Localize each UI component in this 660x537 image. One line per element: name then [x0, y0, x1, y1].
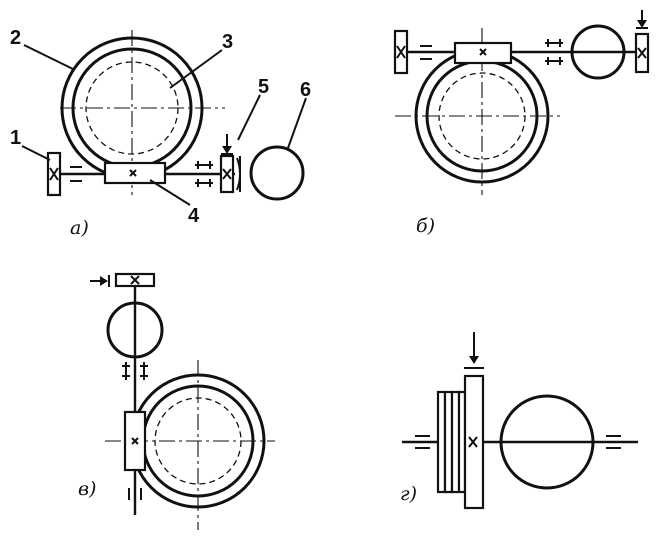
- label-2: 2: [10, 27, 21, 49]
- subfigure-label-v: в): [78, 478, 96, 500]
- diagram-a-worm-mesh-icon: [129, 169, 137, 177]
- label-5: 5: [258, 76, 269, 98]
- diagram-a-pitch-circle: [85, 61, 179, 155]
- diagram-b-handwheel-cross-icon: [396, 45, 406, 59]
- diagram-a-leader-5: [237, 94, 261, 141]
- diagram-b-clutch-cross-icon: [637, 47, 647, 59]
- diagram-g: г): [400, 332, 638, 510]
- diagram-b-pitch-circle: [438, 72, 526, 160]
- subfigure-label-a: a): [70, 217, 89, 239]
- diagram-g-cross-icon: [468, 436, 478, 448]
- subfigure-label-g: г): [400, 483, 417, 505]
- diagram-a-right-bearing-icon: [195, 161, 213, 187]
- diagram-a-left-bearing-icon: [70, 166, 82, 182]
- diagram-a-force-arrow-icon: [221, 134, 233, 155]
- diagram-b-right-bearing-icon: [545, 39, 563, 65]
- diagram-a-worm: [103, 161, 167, 185]
- diagram-v-force-arrow-icon: [90, 275, 110, 287]
- diagram-g-left-bearing-icon: [415, 435, 430, 449]
- diagram-g-disc-pack: [436, 390, 467, 494]
- diagram-b-left-bearing-icon: [420, 45, 432, 60]
- diagram-a: 2 3 1 5 6 4 a): [10, 27, 311, 239]
- diagram-v: в): [78, 272, 275, 530]
- diagram-a-clutch-cross-icon: [222, 168, 232, 180]
- diagram-a-motor: [249, 145, 305, 201]
- label-1: 1: [10, 127, 21, 149]
- label-4: 4: [188, 205, 200, 227]
- diagram-v-clutch-cross-icon: [130, 275, 140, 285]
- diagram-v-worm-mesh-icon: [131, 437, 139, 445]
- diagram-a-leader-2: [23, 44, 76, 71]
- diagram-a-leader-1: [21, 145, 51, 161]
- diagram-a-leader-6: [287, 97, 307, 149]
- diagram-v-motor: [106, 301, 164, 359]
- subfigure-label-b: б): [416, 215, 435, 237]
- diagram-v-lower-bearing-icon: [128, 488, 142, 500]
- diagram-a-leader-4: [149, 179, 191, 206]
- diagram-g-motor: [499, 394, 595, 490]
- diagram-b-motor: [570, 24, 626, 80]
- diagram-v-pitch-circle: [154, 397, 242, 485]
- diagram-v-upper-bearing-icon: [122, 362, 148, 380]
- label-3: 3: [222, 31, 233, 53]
- diagram-b-force-arrow-icon: [636, 10, 648, 29]
- diagram-g-force-arrow-icon: [464, 332, 484, 369]
- diagram-b-worm-mesh-icon: [479, 48, 487, 56]
- diagram-a-leader-3: [169, 49, 223, 89]
- diagram-a-handwheel-cross-icon: [49, 167, 59, 181]
- diagram-g-right-bearing-icon: [606, 435, 621, 449]
- diagram-b: б): [393, 10, 650, 237]
- label-6: 6: [300, 79, 311, 101]
